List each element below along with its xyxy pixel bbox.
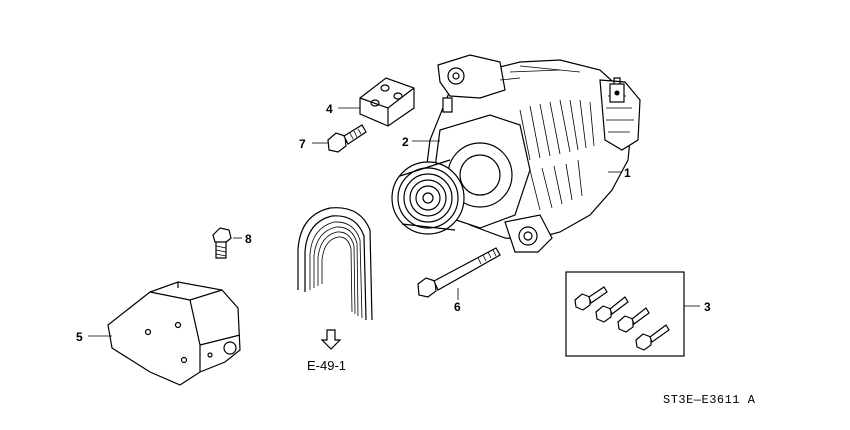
reference-label[interactable]: E-49-1 xyxy=(307,358,346,373)
callout-4: 4 xyxy=(326,102,333,116)
alternator[interactable] xyxy=(424,54,641,253)
alternator-pulley[interactable] xyxy=(391,159,465,235)
bracket-4[interactable] xyxy=(359,77,415,127)
leader-lines xyxy=(88,107,700,337)
callout-5: 5 xyxy=(76,330,83,344)
bolt-6[interactable] xyxy=(417,247,501,298)
callout-7: 7 xyxy=(299,137,306,151)
callout-6: 6 xyxy=(454,300,461,314)
alternator-cover-5[interactable] xyxy=(107,281,241,386)
reference-arrow[interactable] xyxy=(320,329,342,350)
drive-belt[interactable] xyxy=(297,207,373,321)
diagram-code: ST3E—E3611 A xyxy=(663,393,756,407)
bolt-7[interactable] xyxy=(327,124,367,153)
bolt-8[interactable] xyxy=(212,227,232,259)
bolt-set-3[interactable] xyxy=(565,271,685,357)
callout-1: 1 xyxy=(624,166,631,180)
callout-2: 2 xyxy=(402,135,409,149)
callout-8: 8 xyxy=(245,232,252,246)
callout-3: 3 xyxy=(704,300,711,314)
